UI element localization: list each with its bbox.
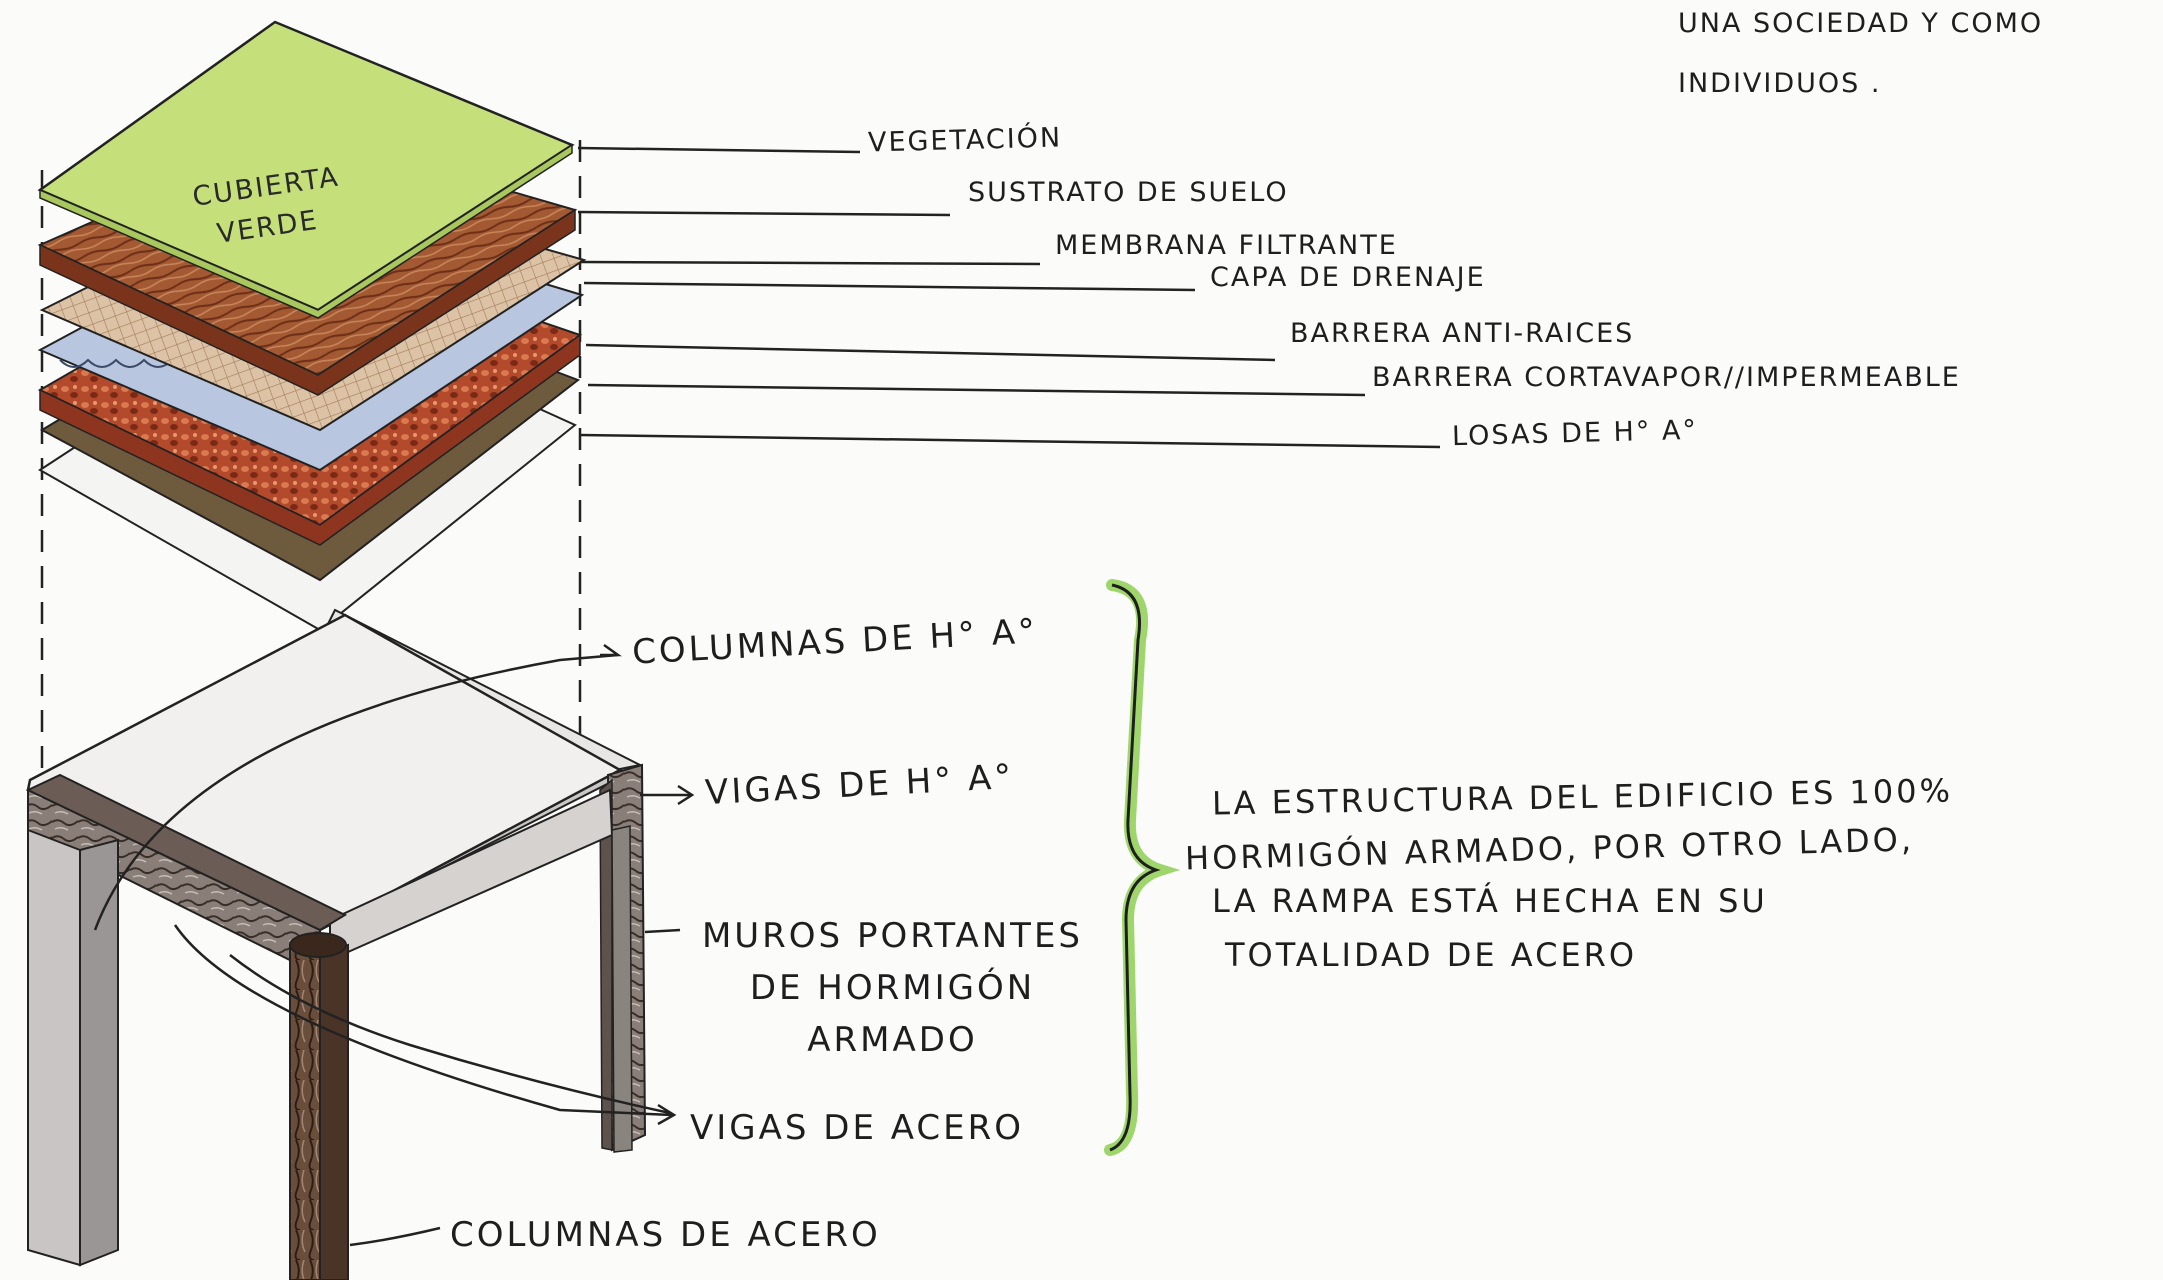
label-antiraices: BARRERA ANTI-RAICES	[1290, 318, 1635, 349]
label-cortavapor: BARRERA CORTAVAPOR//IMPERMEABLE	[1372, 362, 1961, 393]
label-vigas-acero: VIGAS DE ACERO	[690, 1108, 1025, 1148]
label-drenaje: CAPA DE DRENAJE	[1210, 262, 1486, 293]
note-line3: LA RAMPA ESTÁ HECHA EN SU	[1212, 882, 1768, 920]
structure-frame	[25, 608, 647, 1280]
label-losas: LOSAS DE H° A°	[1451, 414, 1699, 453]
label-membrana: MEMBRANA FILTRANTE	[1055, 230, 1398, 261]
brace-ink	[1109, 583, 1161, 1152]
layer-leaders	[577, 146, 1441, 449]
label-vegetacion: VEGETACIÓN	[867, 122, 1063, 159]
label-muros: MUROS PORTANTES DE HORMIGÓN ARMADO	[701, 916, 1084, 1060]
structure-leaders	[93, 643, 695, 1247]
label-columnas-acero: COLUMNAS DE ACERO	[450, 1215, 881, 1255]
note-line4: TOTALIDAD DE ACERO	[1225, 936, 1638, 974]
top-note-line2: INDIVIDUOS .	[1678, 68, 1882, 99]
vegetation-layer	[37, 20, 575, 319]
label-sustrato: SUSTRATO DE SUELO	[968, 177, 1289, 208]
top-note-line1: UNA SOCIEDAD Y COMO	[1678, 8, 2044, 39]
